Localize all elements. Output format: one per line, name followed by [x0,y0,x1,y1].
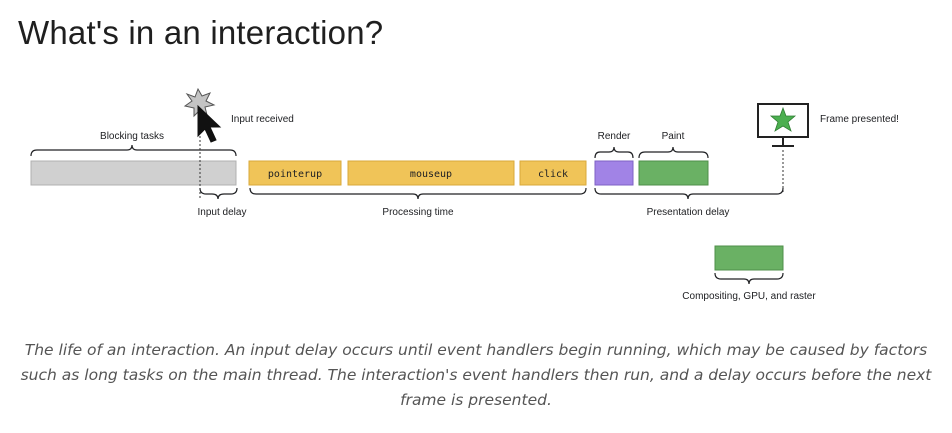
paint-bracket [638,146,709,159]
processing-time-bracket [249,187,587,200]
click-label: click [538,169,568,180]
frame-presented-label: Frame presented! [820,114,899,125]
presentation-delay-label: Presentation delay [647,207,730,218]
input-delay-label: Input delay [198,207,247,218]
compositing-bar [714,245,784,271]
mouseup-bar [347,160,515,186]
input-received-label: Input received [231,114,294,125]
click-bar [519,160,587,186]
star-icon [769,106,797,132]
interaction-diagram: Blocking tasks Input received pointerup … [30,87,899,302]
render-bar [594,160,634,186]
pointerup-label: pointerup [268,169,322,180]
blocking-tasks-label: Blocking tasks [100,131,164,142]
presentation-delay-bracket [594,187,784,200]
cursor-icon [197,104,222,143]
compositing-bracket [714,272,784,285]
processing-time-label: Processing time [382,207,454,218]
paint-bar [638,160,709,186]
page-title: What's in an interaction? [18,14,384,51]
paint-label: Paint [662,131,685,142]
figure-caption: The life of an interaction. An input del… [20,341,932,409]
blocking-tasks-bracket [30,144,237,157]
input-delay-bracket [199,187,238,200]
render-bracket [594,146,634,159]
compositing-label: Compositing, GPU, and raster [682,291,816,302]
render-label: Render [598,131,631,142]
mouseup-label: mouseup [410,169,452,180]
blocking-tasks-bar [30,160,237,186]
pointerup-bar [248,160,342,186]
